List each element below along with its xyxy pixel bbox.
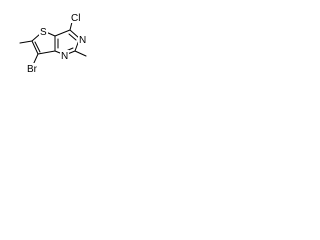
nitrogen-bottom-label: N	[61, 51, 68, 62]
nitrogen-top-label: N	[79, 35, 86, 46]
cl-label-bg	[70, 12, 84, 23]
bond-c6-c7-double	[34, 41, 41, 53]
br-label-bg	[26, 63, 40, 74]
bond-c6-methyl	[19, 40, 33, 44]
bond-layer	[19, 21, 87, 66]
molecule-structure: Cl N N S Br	[19, 12, 87, 75]
bond-c2-methyl	[74, 50, 87, 57]
chlorine-label: Cl	[71, 13, 80, 24]
label-layer: Cl N N S Br	[26, 12, 87, 75]
sulfur-label: S	[40, 27, 47, 38]
bond-c4-n3-double	[68, 33, 77, 41]
n-bottom-label-bg	[60, 50, 69, 60]
n-top-label-bg	[78, 34, 87, 44]
bond-c4-cl	[69, 21, 73, 31]
bond-c7-c7a	[37, 50, 56, 55]
bond-c4-n3	[69, 29, 80, 39]
bond-c6-c7	[31, 40, 39, 55]
bromine-label: Br	[27, 64, 38, 75]
bond-c4a-c4	[54, 29, 71, 37]
s-label-bg	[39, 26, 48, 36]
bond-s-c6	[31, 33, 41, 42]
